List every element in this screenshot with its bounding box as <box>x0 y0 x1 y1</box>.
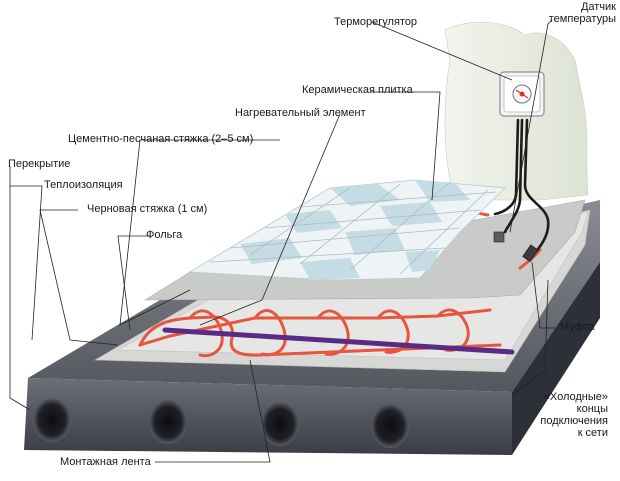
label-foil: Фольга <box>146 229 183 241</box>
temperature-sensor-icon <box>493 231 505 243</box>
label-insulation: Теплоизоляция <box>44 179 123 191</box>
label-cold-ends-line3: подключения <box>540 415 608 427</box>
slab-hole <box>33 398 71 442</box>
coupling-icon <box>522 244 539 263</box>
label-mounting-tape: Монтажная лента <box>60 456 151 468</box>
floor-slab-side <box>512 262 600 455</box>
label-cement-screed: Цементно-песчаная стяжка (2–5 см) <box>68 133 254 145</box>
label-rough-screed: Черновая стяжка (1 см) <box>87 203 208 215</box>
label-heating-element: Нагревательный элемент <box>235 107 366 119</box>
label-cold-ends: «Холодные» концы подключения к сети <box>508 391 608 439</box>
label-thermostat: Терморегулятор <box>334 16 418 28</box>
label-cold-ends-line2: концы <box>576 403 608 415</box>
label-temperature-sensor: Датчик температуры <box>536 1 616 25</box>
label-floor-slab: Перекрытие <box>8 158 71 170</box>
label-ceramic-tile: Керамическая плитка <box>302 84 413 96</box>
label-temperature-sensor-line2: температуры <box>548 13 616 25</box>
label-coupling: Муфта <box>560 321 595 333</box>
slab-hole <box>261 402 299 446</box>
ceramic-tiles <box>188 179 506 281</box>
thermostat-icon <box>499 71 545 117</box>
label-cold-ends-line1: «Холодные» <box>543 391 608 403</box>
slab-hole <box>371 404 409 448</box>
cold-wires <box>493 118 550 260</box>
label-cold-ends-line4: к сети <box>577 427 608 439</box>
leader-lines <box>9 19 556 463</box>
slab-hole <box>149 400 187 444</box>
label-temperature-sensor-line1: Датчик <box>580 1 616 13</box>
mounting-tape <box>162 327 515 355</box>
